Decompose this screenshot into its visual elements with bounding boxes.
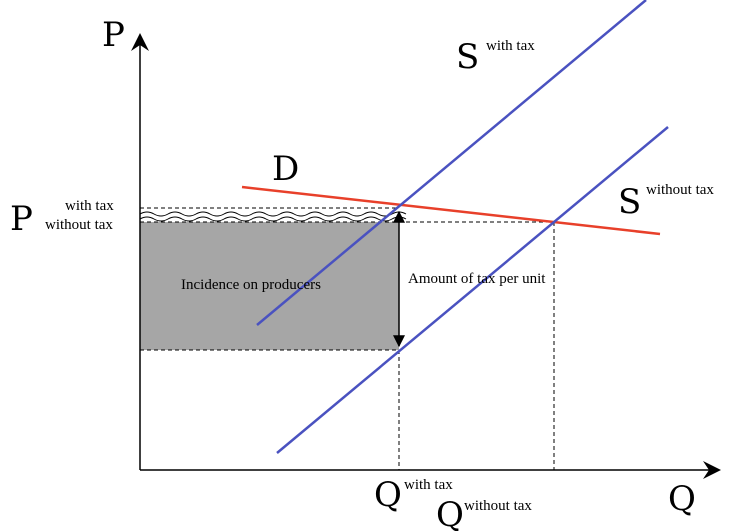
supply-with-tax-sup: with tax [486, 38, 535, 54]
y-axis-label: P [102, 15, 125, 55]
demand-curve [241, 185, 661, 236]
x-axis-label: Q [668, 479, 696, 519]
q-with-tax-letter: Q [374, 475, 402, 515]
q-without-tax-letter: Q [436, 495, 464, 531]
supply-without-tax-letter: S [618, 182, 641, 222]
incidence-on-consumers-band [139, 211, 407, 217]
supply-without-tax-curve [276, 126, 669, 454]
tax-amount-label: Amount of tax per unit [408, 271, 546, 287]
q-with-tax-sup: with tax [404, 477, 453, 493]
supply-with-tax-curve [256, 0, 647, 326]
wavy-line [139, 216, 407, 222]
price-without-tax-label: without tax [45, 217, 113, 233]
supply-with-tax-letter: S [456, 37, 479, 77]
price-with-tax-label: with tax [65, 198, 114, 214]
demand-label: D [272, 149, 299, 189]
q-without-tax-sup: without tax [464, 498, 532, 514]
incidence-producers-label: Incidence on producers [181, 277, 321, 293]
supply-without-tax-sup: without tax [646, 182, 714, 198]
price-letter: P [10, 199, 33, 239]
